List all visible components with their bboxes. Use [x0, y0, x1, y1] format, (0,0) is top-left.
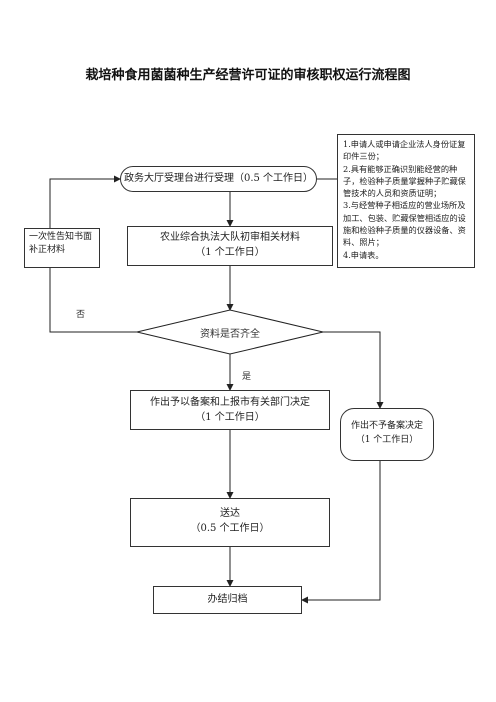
reject-to-archive-arrow — [301, 461, 381, 604]
check-no-line — [49, 268, 137, 333]
notify-box: 一次性告知书面补正材料 — [24, 228, 100, 268]
requirement-item: 4.申请表。 — [343, 249, 384, 260]
approve-step-duration: （1 个工作日） — [195, 412, 265, 423]
requirement-item: 2.具有能够正确识别能经营的种子，检验种子质量掌握种子贮藏保管技术的人员和资质证… — [343, 163, 466, 199]
no-label: 否 — [76, 310, 86, 320]
notify-to-accept-arrow — [49, 175, 121, 228]
archive-step-box: 办结归档 — [153, 586, 302, 614]
deliver-step-box: 送达 （0.5 个工作日） — [130, 498, 330, 547]
archive-step-label: 办结归档 — [207, 594, 248, 605]
yes-label: 是 — [242, 372, 252, 382]
review-step-box: 农业综合执法大队初审相关材料 （1 个工作日） — [127, 226, 333, 266]
requirement-item: 1.申请人或申请企业法人身份证复印件三份； — [343, 139, 466, 162]
check-label: 资料是否齐全 — [200, 329, 260, 340]
accept-step-box: 政务大厅受理台进行受理（0.5 个工作日） — [120, 166, 317, 192]
reject-step-box: 作出不予备案决定 （1 个工作日） — [340, 408, 434, 461]
notify-label: 一次性告知书面补正材料 — [29, 232, 93, 255]
page-title: 栽培种食用菌菌种生产经营许可证的审核职权运行流程图 — [85, 68, 411, 83]
check-diamond — [136, 309, 324, 355]
review-step-label: 农业综合执法大队初审相关材料 — [160, 232, 300, 243]
approve-step-label: 作出予以备案和上报市有关部门决定 — [150, 397, 310, 408]
review-step-duration: （1 个工作日） — [195, 247, 265, 258]
reject-step-duration: （1 个工作日） — [355, 435, 419, 445]
requirements-note: 1.申请人或申请企业法人身份证复印件三份； 2.具有能够正确识别能经营的种子，检… — [337, 134, 475, 268]
requirement-item: 3.与经营种子相适应的营业场所及加工、包装、贮藏保管相适应的设施和检验种子质量的… — [343, 200, 466, 248]
reject-step-label: 作出不予备案决定 — [350, 421, 423, 431]
deliver-step-duration: （0.5 个工作日） — [190, 523, 270, 534]
accept-step-label: 政务大厅受理台进行受理（0.5 个工作日） — [123, 173, 314, 184]
approve-step-box: 作出予以备案和上报市有关部门决定 （1 个工作日） — [130, 390, 330, 430]
check-to-reject-arrow — [323, 331, 384, 409]
deliver-step-label: 送达 — [220, 508, 240, 519]
